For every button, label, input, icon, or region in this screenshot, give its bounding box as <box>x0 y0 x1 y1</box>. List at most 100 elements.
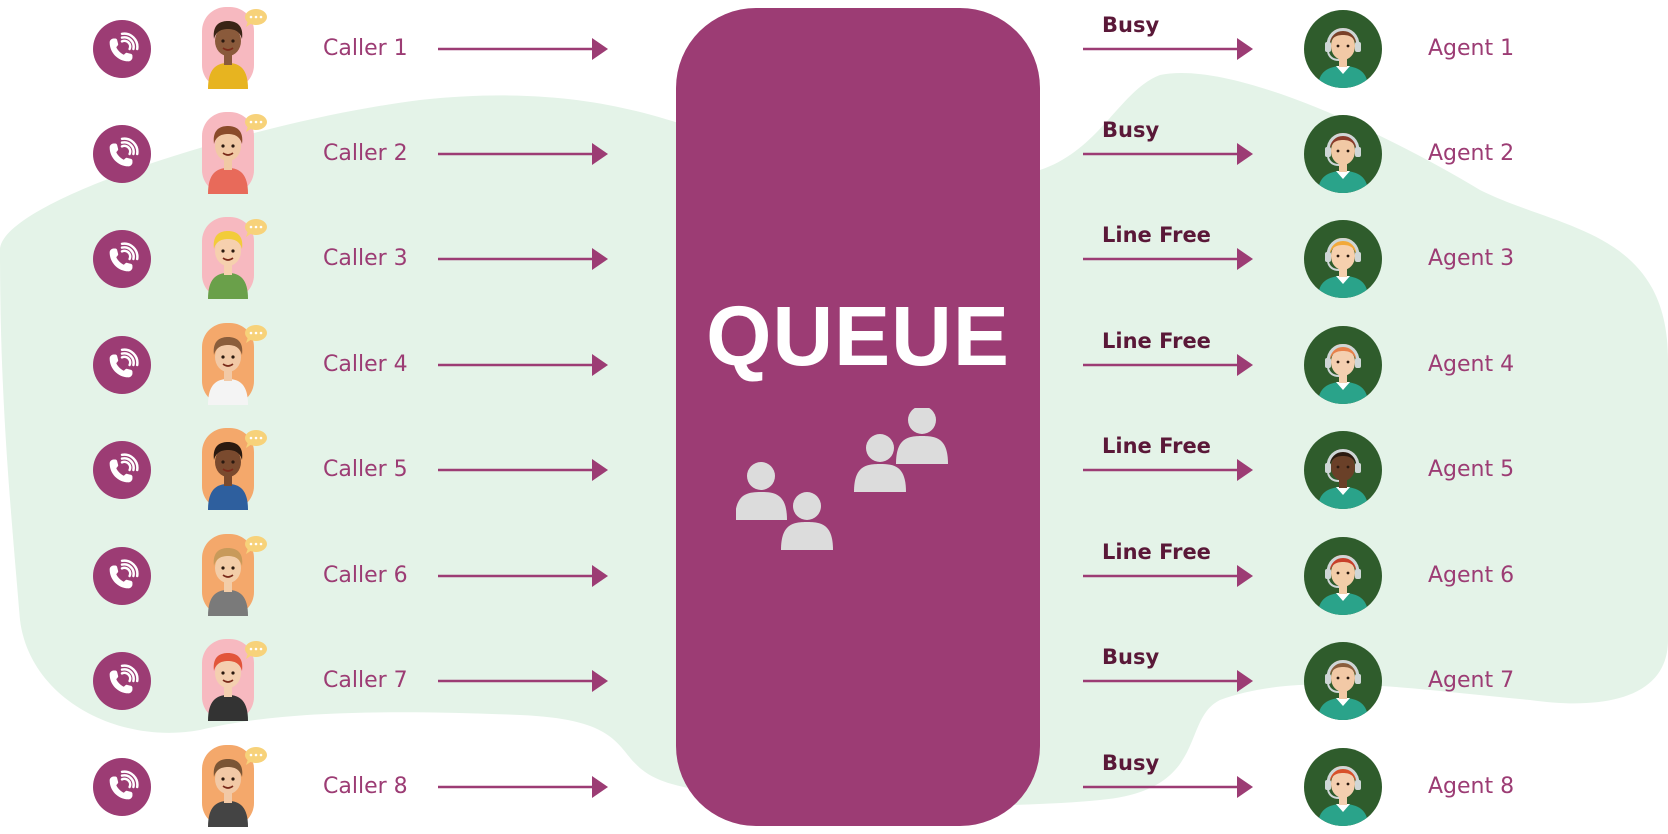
phone-handset-icon <box>109 770 139 800</box>
caller-phone-icon <box>93 336 151 394</box>
phone-handset-icon <box>109 348 139 378</box>
caller-label: Caller 4 <box>323 352 408 377</box>
agent-avatar <box>1304 642 1382 720</box>
caller-phone-icon <box>93 230 151 288</box>
phone-handset-icon <box>109 32 139 62</box>
phone-handset-icon <box>109 242 139 272</box>
person-silhouette-icon <box>736 462 787 520</box>
arrow-right-icon <box>438 143 608 165</box>
agent-status-label: Line Free <box>1102 329 1211 353</box>
queue-to-agent-arrow <box>1083 456 1253 484</box>
caller-avatar-icon <box>202 534 267 616</box>
agent-headset-avatar-icon <box>1318 766 1368 826</box>
phone-handset-icon <box>109 453 139 483</box>
agent-status-label: Busy <box>1102 13 1160 37</box>
agent-status-label: Line Free <box>1102 434 1211 458</box>
caller-avatar-icon <box>202 217 267 299</box>
queue-to-agent-arrow <box>1083 562 1253 590</box>
caller-phone-icon <box>93 652 151 710</box>
agent-label: Agent 3 <box>1428 246 1515 271</box>
agent-avatar <box>1304 220 1382 298</box>
caller-phone-icon <box>93 441 151 499</box>
arrow-right-icon <box>1083 354 1253 376</box>
person-silhouette-icon <box>896 408 948 464</box>
arrow-right-icon <box>438 248 608 270</box>
agent-avatar <box>1304 326 1382 404</box>
agent-headset-avatar-icon <box>1318 28 1368 88</box>
agent-label: Agent 7 <box>1428 668 1515 693</box>
caller-to-queue-arrow <box>438 562 608 590</box>
caller-avatar <box>202 534 267 616</box>
arrow-right-icon <box>438 776 608 798</box>
agent-avatar <box>1304 431 1382 509</box>
caller-avatar <box>202 745 267 827</box>
caller-phone-icon <box>93 547 151 605</box>
arrow-right-icon <box>438 459 608 481</box>
phone-handset-icon <box>109 559 139 589</box>
caller-avatar-icon <box>202 639 267 721</box>
caller-to-queue-arrow <box>438 667 608 695</box>
agent-label: Agent 5 <box>1428 457 1515 482</box>
arrow-right-icon <box>438 670 608 692</box>
arrow-right-icon <box>1083 776 1253 798</box>
queue-to-agent-arrow <box>1083 140 1253 168</box>
caller-avatar <box>202 7 267 89</box>
caller-label: Caller 1 <box>323 36 408 61</box>
arrow-right-icon <box>1083 459 1253 481</box>
caller-avatar-icon <box>202 428 267 510</box>
agent-status-label: Busy <box>1102 751 1160 775</box>
arrow-right-icon <box>438 38 608 60</box>
caller-to-queue-arrow <box>438 773 608 801</box>
agent-avatar <box>1304 115 1382 193</box>
caller-label: Caller 5 <box>323 457 408 482</box>
queue-to-agent-arrow <box>1083 245 1253 273</box>
caller-phone-icon <box>93 20 151 78</box>
agent-status-label: Line Free <box>1102 540 1211 564</box>
person-silhouette-icon <box>781 492 833 550</box>
agent-avatar <box>1304 10 1382 88</box>
caller-to-queue-arrow <box>438 351 608 379</box>
phone-handset-icon <box>109 137 139 167</box>
arrow-right-icon <box>438 565 608 587</box>
agent-headset-avatar-icon <box>1318 238 1368 298</box>
arrow-right-icon <box>438 354 608 376</box>
agent-avatar <box>1304 537 1382 615</box>
caller-avatar-icon <box>202 112 267 194</box>
queue-title: QUEUE <box>706 289 1010 383</box>
agent-avatar <box>1304 748 1382 826</box>
caller-avatar <box>202 323 267 405</box>
person-silhouette-icon <box>854 434 906 492</box>
agent-label: Agent 6 <box>1428 563 1515 588</box>
phone-handset-icon <box>109 664 139 694</box>
agent-label: Agent 8 <box>1428 774 1515 799</box>
caller-avatar-icon <box>202 7 267 89</box>
waiting-people-icon <box>736 408 948 550</box>
caller-phone-icon <box>93 758 151 816</box>
caller-label: Caller 7 <box>323 668 408 693</box>
caller-avatar <box>202 112 267 194</box>
agent-headset-avatar-icon <box>1318 660 1368 720</box>
agent-status-label: Line Free <box>1102 223 1211 247</box>
queue-box: QUEUE <box>676 8 1040 826</box>
agent-label: Agent 2 <box>1428 141 1515 166</box>
agent-label: Agent 1 <box>1428 36 1515 61</box>
agent-label: Agent 4 <box>1428 352 1515 377</box>
caller-avatar <box>202 428 267 510</box>
caller-avatar-icon <box>202 323 267 405</box>
agent-status-label: Busy <box>1102 645 1160 669</box>
queue-to-agent-arrow <box>1083 773 1253 801</box>
caller-label: Caller 6 <box>323 563 408 588</box>
agent-headset-avatar-icon <box>1318 449 1368 509</box>
caller-label: Caller 2 <box>323 141 408 166</box>
caller-to-queue-arrow <box>438 456 608 484</box>
agent-headset-avatar-icon <box>1318 344 1368 404</box>
caller-avatar <box>202 639 267 721</box>
queue-to-agent-arrow <box>1083 35 1253 63</box>
arrow-right-icon <box>1083 143 1253 165</box>
agent-headset-avatar-icon <box>1318 555 1368 615</box>
caller-to-queue-arrow <box>438 140 608 168</box>
caller-to-queue-arrow <box>438 35 608 63</box>
caller-label: Caller 3 <box>323 246 408 271</box>
agent-headset-avatar-icon <box>1318 133 1368 193</box>
queue-to-agent-arrow <box>1083 667 1253 695</box>
